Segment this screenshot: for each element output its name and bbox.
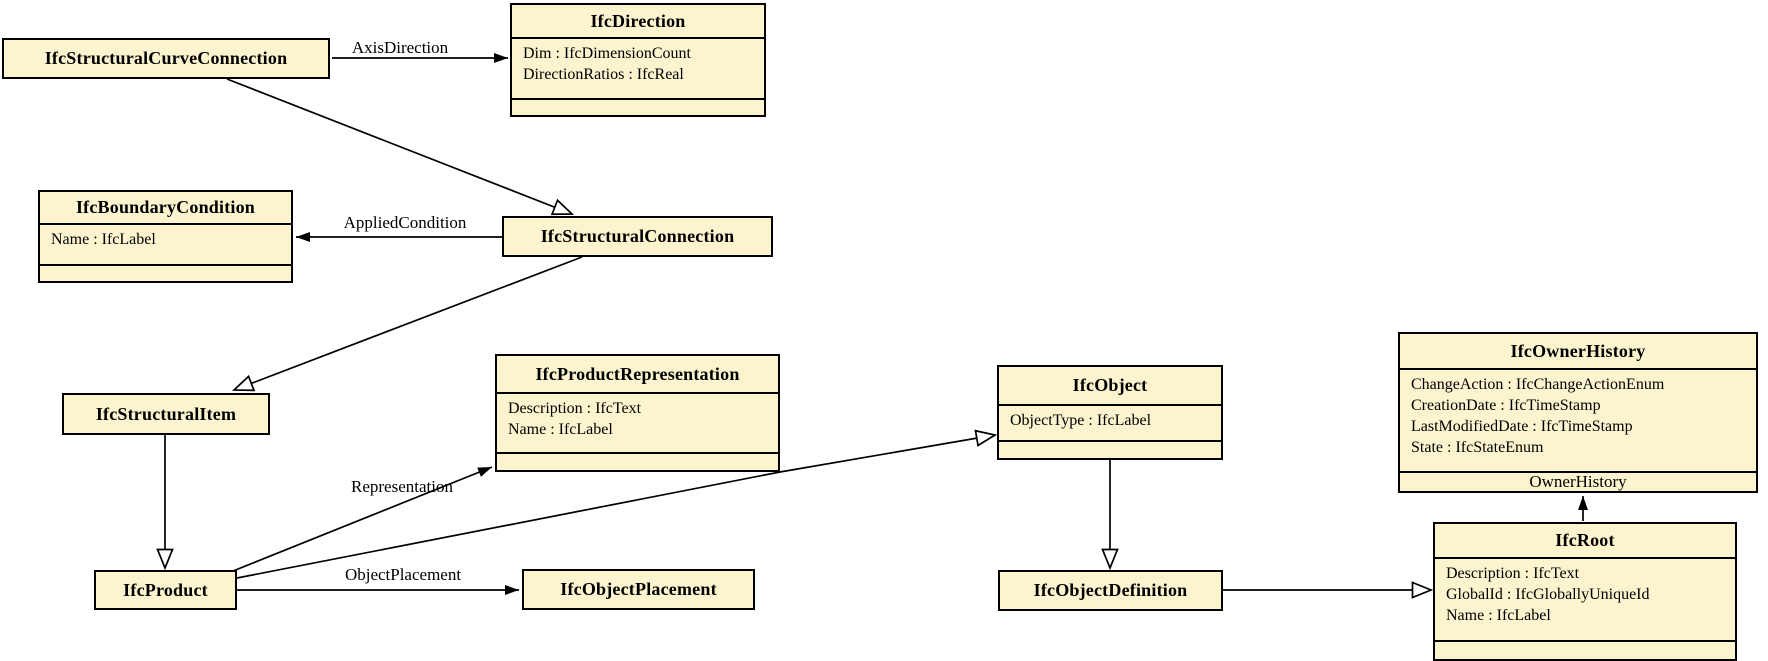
attribute: Name : IfcLabel bbox=[508, 421, 613, 438]
class-title: IfcStructuralConnection bbox=[540, 226, 735, 246]
edge-association-representation bbox=[232, 466, 493, 572]
attribute: State : IfcStateEnum bbox=[1411, 439, 1544, 456]
class-ifc-structural-curve-connection: IfcStructuralCurveConnection bbox=[2, 38, 330, 79]
class-ifc-owner-history: IfcOwnerHistory ChangeAction : IfcChange… bbox=[1398, 332, 1758, 493]
class-ifc-structural-connection: IfcStructuralConnection bbox=[502, 216, 773, 257]
edge-inheritance-curveconnection-to-structuralconnection bbox=[226, 78, 572, 214]
class-operations-empty bbox=[512, 98, 764, 115]
class-ifc-boundary-condition: IfcBoundaryCondition Name : IfcLabel bbox=[38, 190, 293, 283]
class-title: IfcObjectPlacement bbox=[560, 579, 717, 599]
class-title: IfcBoundaryCondition bbox=[75, 197, 256, 217]
attribute: Name : IfcLabel bbox=[1446, 607, 1551, 624]
attribute: Name : IfcLabel bbox=[51, 231, 156, 248]
edge-label-axisdirection: AxisDirection bbox=[352, 38, 449, 57]
class-operations-empty bbox=[1435, 640, 1735, 659]
edge-label-appliedcondition: AppliedCondition bbox=[344, 213, 467, 232]
attribute: DirectionRatios : IfcReal bbox=[523, 66, 684, 83]
class-ifc-object-definition: IfcObjectDefinition bbox=[998, 570, 1223, 611]
class-operations-empty bbox=[999, 440, 1221, 458]
class-ifc-product: IfcProduct bbox=[94, 570, 237, 610]
class-attributes: Description : IfcText Name : IfcLabel bbox=[497, 392, 778, 452]
class-attributes: Dim : IfcDimensionCount DirectionRatios … bbox=[512, 37, 764, 98]
attribute: LastModifiedDate : IfcTimeStamp bbox=[1411, 418, 1633, 435]
attribute: Dim : IfcDimensionCount bbox=[523, 45, 691, 62]
attribute: ChangeAction : IfcChangeActionEnum bbox=[1411, 376, 1665, 393]
class-title: IfcStructuralItem bbox=[95, 403, 237, 424]
edge-label-representation: Representation bbox=[351, 477, 453, 496]
class-attributes: ChangeAction : IfcChangeActionEnum Creat… bbox=[1400, 368, 1756, 471]
class-title: IfcDirection bbox=[590, 10, 686, 31]
class-ifc-object-placement: IfcObjectPlacement bbox=[522, 569, 755, 610]
class-title: IfcRoot bbox=[1555, 530, 1615, 550]
class-ifc-object: IfcObject ObjectType : IfcLabel bbox=[997, 365, 1223, 460]
attribute: CreationDate : IfcTimeStamp bbox=[1411, 397, 1601, 414]
attribute: Description : IfcText bbox=[1446, 565, 1580, 582]
edge-inheritance-product-to-object bbox=[236, 435, 995, 579]
edge-inheritance-structuralconnection-to-structuralitem bbox=[234, 256, 583, 390]
class-ifc-product-representation: IfcProductRepresentation Description : I… bbox=[495, 354, 780, 472]
class-ifc-structural-item: IfcStructuralItem bbox=[62, 393, 270, 435]
edge-label-objectplacement: ObjectPlacement bbox=[345, 565, 461, 584]
class-ifc-root: IfcRoot Description : IfcText GlobalId :… bbox=[1433, 522, 1737, 661]
class-title: IfcOwnerHistory bbox=[1510, 340, 1646, 361]
attribute: Description : IfcText bbox=[508, 400, 642, 417]
class-attributes: ObjectType : IfcLabel bbox=[999, 404, 1221, 440]
class-operations-empty bbox=[40, 264, 291, 281]
class-title: IfcProduct bbox=[123, 579, 208, 600]
class-operations-empty bbox=[497, 452, 778, 470]
class-ifc-direction: IfcDirection Dim : IfcDimensionCount Dir… bbox=[510, 3, 766, 117]
class-title: IfcStructuralCurveConnection bbox=[44, 48, 288, 68]
owner-history-edge-label: OwnerHistory bbox=[1400, 471, 1756, 491]
class-attributes: Description : IfcText GlobalId : IfcGlob… bbox=[1435, 557, 1735, 640]
class-attributes: Name : IfcLabel bbox=[40, 223, 291, 264]
class-title: IfcProductRepresentation bbox=[535, 363, 740, 384]
attribute: ObjectType : IfcLabel bbox=[1010, 412, 1152, 429]
class-title: IfcObjectDefinition bbox=[1033, 580, 1188, 600]
class-title: IfcObject bbox=[1072, 375, 1148, 395]
attribute: GlobalId : IfcGloballyUniqueId bbox=[1446, 586, 1650, 603]
